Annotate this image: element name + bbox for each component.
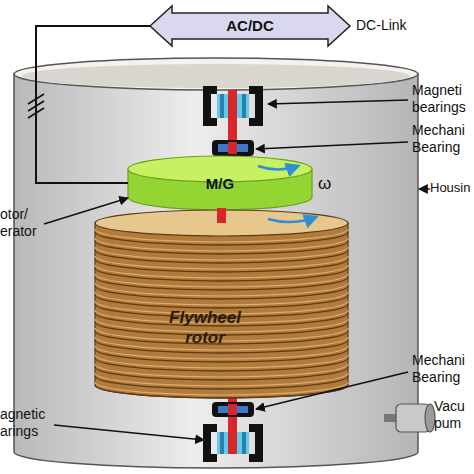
part-label: Mechani Bearing: [412, 352, 474, 386]
rotor-disc-highlight: [95, 355, 348, 368]
magnetic-bearing: [203, 424, 263, 462]
three-phase-ticks: [28, 94, 44, 118]
part-label: agnetic arings: [0, 406, 54, 440]
rotor-disc-highlight: [95, 364, 348, 377]
leader-line: [419, 188, 430, 189]
rotor-disc-highlight: [95, 382, 348, 395]
pump-end: [425, 404, 435, 432]
phase-tick: [28, 101, 44, 111]
rotor-disc-highlight: [95, 346, 348, 359]
rotor-body: [95, 223, 348, 398]
leader-lines: [44, 100, 430, 440]
shaft: [228, 142, 237, 154]
shaft: [228, 90, 237, 122]
pump-pipe: [384, 414, 396, 422]
part-label: Vacu pum: [434, 398, 474, 432]
part-label: Magneti bearings: [412, 82, 474, 116]
node-outline: [95, 210, 348, 398]
leader-line: [256, 142, 408, 149]
bearing-housing: [212, 402, 254, 417]
motor-generator: M/G: [128, 156, 312, 210]
bearing-bracket: [203, 424, 217, 462]
bearing-race: [218, 144, 248, 152]
bearing-stripe: [220, 94, 224, 118]
bearing-stripe: [242, 432, 246, 454]
rotor-disc-highlight: [95, 373, 348, 386]
bearing-stripe: [220, 432, 224, 454]
part-label: Housin: [430, 180, 474, 196]
converter-arrow-box: [150, 6, 350, 46]
node-label: M/G: [128, 175, 312, 192]
bearing-housing: [212, 140, 254, 156]
node-label: AC/DC: [150, 17, 350, 34]
shaft: [228, 404, 237, 415]
converter-box: AC/DC: [150, 6, 350, 46]
rotor-disc-highlight: [95, 256, 348, 269]
bearing-bracket: [249, 86, 263, 126]
bearing-stripe: [242, 94, 246, 118]
bearing-magnet: [217, 94, 249, 118]
housing-top: [14, 58, 418, 90]
housing-rim: [22, 64, 410, 88]
phase-tick: [28, 108, 44, 118]
part-label: Mechani Bearing: [412, 122, 474, 156]
rotor-disc-highlight: [95, 238, 348, 251]
bearing-bracket: [249, 424, 263, 462]
vacuum-pump: [384, 404, 435, 432]
part-label: otor/ erator: [0, 206, 44, 240]
shaft: [228, 424, 237, 454]
bearing-race: [218, 406, 248, 413]
rotor-disc-highlight: [95, 274, 348, 287]
bearing-bracket: [203, 86, 217, 126]
shaft: [217, 208, 226, 223]
rotor-disc-highlight: [95, 292, 348, 305]
magnetic-bearing: [203, 86, 263, 126]
flywheel-rotor: Flywheel rotor: [95, 210, 348, 398]
rotor-disc-highlight: [95, 265, 348, 278]
bus-label: DC-Link: [356, 17, 446, 34]
housing-body: [14, 74, 418, 468]
rotor-disc-highlight: [95, 283, 348, 296]
pump-body: [396, 404, 430, 432]
mechanical-bearing: [212, 140, 254, 156]
rotor-disc-highlight: [95, 247, 348, 260]
phase-tick: [28, 94, 44, 104]
speed-symbol: ω: [318, 174, 342, 194]
leader-line: [54, 425, 204, 440]
bearing-magnet: [217, 432, 249, 454]
mechanical-bearing: [212, 402, 254, 417]
power-cable: [36, 26, 150, 183]
node-label: Flywheel rotor: [155, 308, 255, 347]
leader-line: [268, 100, 408, 104]
